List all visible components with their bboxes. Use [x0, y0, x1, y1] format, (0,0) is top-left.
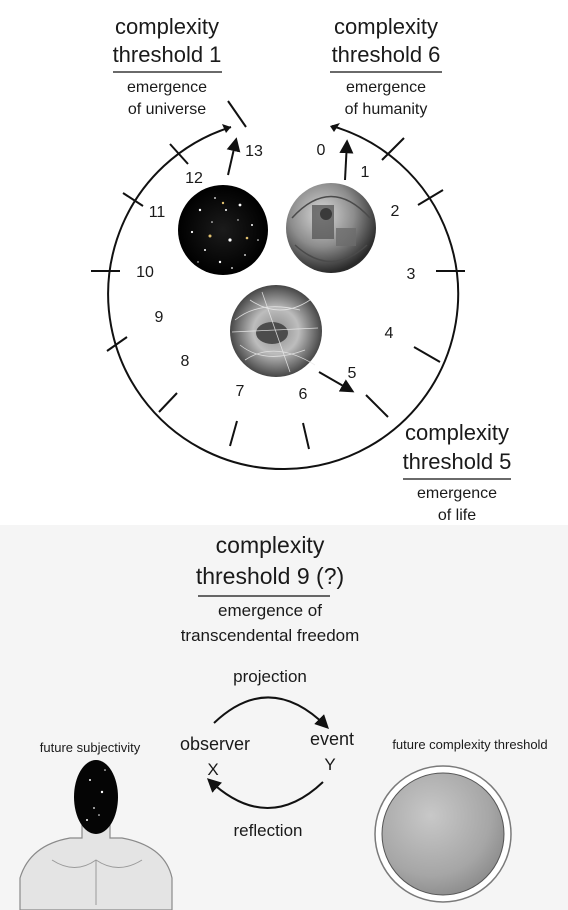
tick-5	[366, 395, 388, 417]
observer-event-cycle: projection observer X event Y reflection	[180, 667, 354, 840]
t5-title-line2: threshold 5	[403, 449, 512, 474]
clock-number-10: 10	[136, 264, 154, 281]
arrow-to-0	[345, 142, 347, 180]
threshold-9-label: complexity threshold 9 (?) emergence of …	[181, 532, 360, 645]
t5-sub-line2: of life	[438, 507, 476, 524]
universe-image	[178, 185, 268, 275]
t9-sub-line2: transcendental freedom	[181, 626, 360, 645]
t6-title-line1: complexity	[334, 14, 438, 39]
future-threshold-sphere	[375, 766, 511, 902]
clock-number-13: 13	[245, 143, 263, 160]
reflection-label: reflection	[234, 821, 303, 840]
event-variable: Y	[324, 755, 335, 774]
clock-number-1: 1	[361, 164, 370, 181]
t6-title-line2: threshold 6	[332, 42, 441, 67]
t9-title-line1: complexity	[216, 532, 325, 558]
tick-13-start	[228, 101, 246, 127]
tick-2	[418, 190, 443, 205]
projection-arc	[214, 697, 327, 727]
future-subjectivity-label: future subjectivity	[40, 740, 141, 755]
t1-sub-line1: emergence	[127, 79, 207, 96]
clock-number-2: 2	[391, 203, 400, 220]
observer-label: observer	[180, 734, 250, 754]
event-label: event	[310, 729, 354, 749]
clock-number-0: 0	[317, 142, 326, 159]
reflection-arc	[209, 780, 323, 808]
threshold-1-label: complexity threshold 1 emergence of univ…	[113, 14, 222, 118]
t6-sub-line1: emergence	[346, 79, 426, 96]
arrow-to-13	[228, 140, 236, 175]
observer-variable: X	[207, 760, 218, 779]
tick-8	[159, 393, 177, 412]
tick-12	[170, 144, 188, 164]
clock-number-11: 11	[149, 204, 166, 221]
threshold-6-label: complexity threshold 6 emergence of huma…	[330, 14, 442, 118]
t9-title-line2: threshold 9 (?)	[196, 563, 344, 589]
clock-number-3: 3	[407, 266, 416, 283]
clock-number-7: 7	[236, 383, 245, 400]
clock-number-5: 5	[348, 365, 357, 382]
t1-title-line1: complexity	[115, 14, 219, 39]
projection-label: projection	[233, 667, 307, 686]
clock-number-8: 8	[181, 353, 190, 370]
t9-sub-line1: emergence of	[218, 601, 322, 620]
cosmic-head	[74, 760, 118, 834]
t6-sub-line2: of humanity	[345, 101, 428, 118]
t1-sub-line2: of universe	[128, 101, 206, 118]
tick-4	[414, 347, 440, 362]
future-subjectivity-figure	[20, 760, 172, 910]
threshold-5-label: complexity threshold 5 emergence of life	[403, 420, 512, 524]
life-image	[230, 285, 322, 377]
humanity-image	[286, 183, 376, 273]
t5-sub-line1: emergence	[417, 485, 497, 502]
tick-7	[230, 421, 237, 446]
t1-title-line2: threshold 1	[113, 42, 222, 67]
future-threshold-label: future complexity threshold	[392, 737, 547, 752]
clock-number-6: 6	[299, 386, 308, 403]
clock-number-9: 9	[155, 309, 164, 326]
t5-title-line1: complexity	[405, 420, 509, 445]
ring-arrowhead-13	[222, 124, 231, 133]
clock-number-12: 12	[185, 170, 203, 187]
tick-6	[303, 423, 309, 449]
clock-number-4: 4	[385, 325, 394, 342]
